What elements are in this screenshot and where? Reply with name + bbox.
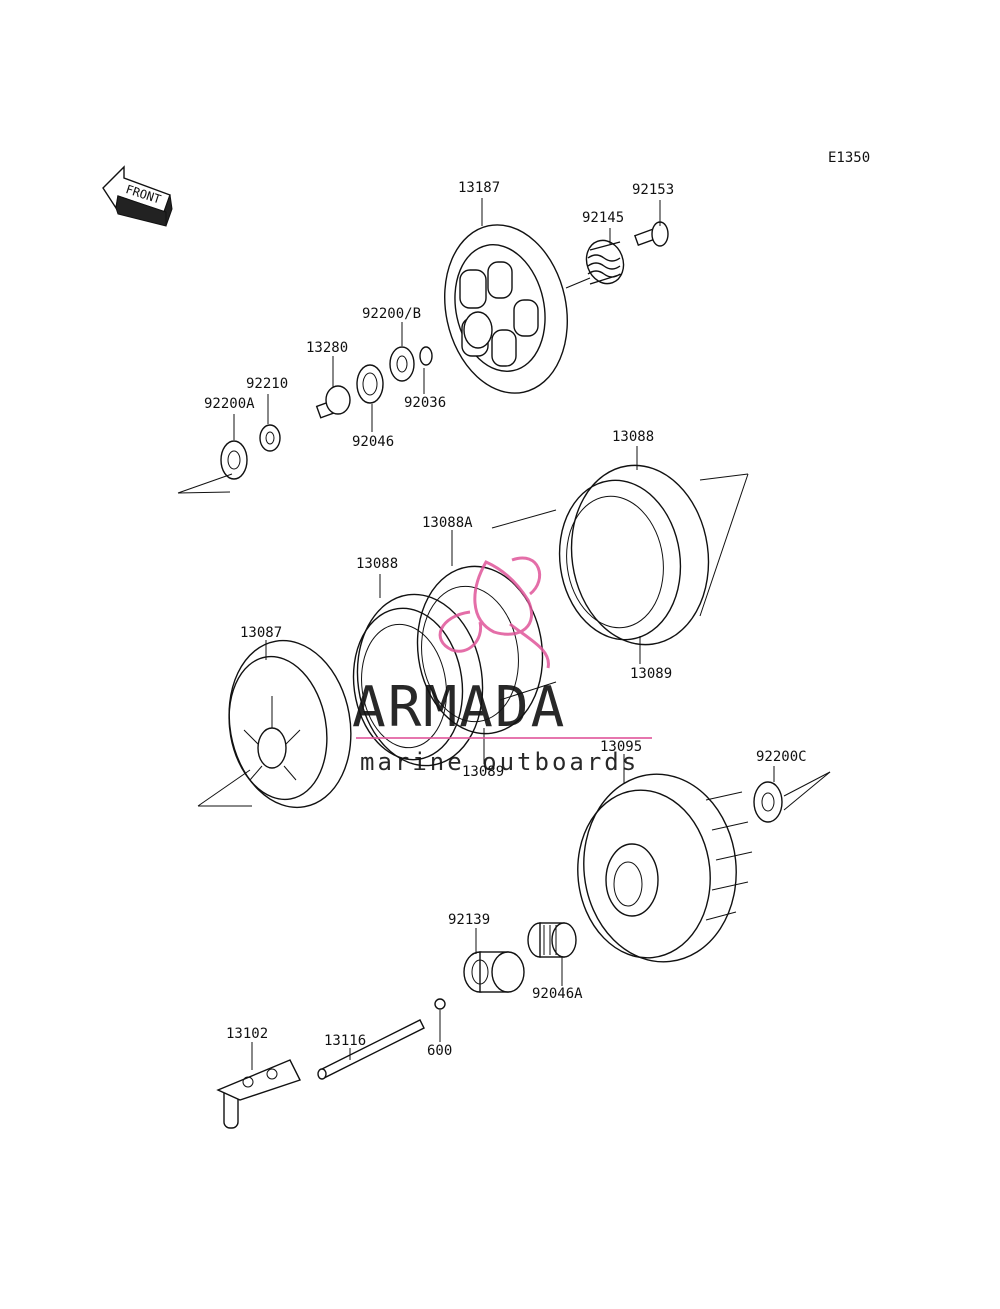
needle-bearing-92046A <box>527 922 577 958</box>
label-92036: 92036 <box>404 395 446 411</box>
collar-92139 <box>463 951 525 993</box>
clutch-housing-13087 <box>228 639 352 809</box>
friction-plate-13088-left <box>352 593 484 767</box>
front-arrow-icon: FRONT <box>102 165 173 227</box>
nut-92210 <box>259 424 281 452</box>
label-92153: 92153 <box>632 182 674 198</box>
pusher-13280 <box>315 385 351 419</box>
label-13089-right: 13089 <box>630 666 672 682</box>
label-13095: 13095 <box>600 739 642 755</box>
label-13187: 13187 <box>458 180 500 196</box>
label-13088-left: 13088 <box>356 556 398 572</box>
label-13088A: 13088A <box>422 515 473 531</box>
watermark-name: ARMADA <box>352 675 566 740</box>
label-600: 600 <box>427 1043 452 1059</box>
label-13280: 13280 <box>306 340 348 356</box>
watermark-tagline: marine outboards <box>360 748 639 776</box>
washer-92200B <box>389 346 415 382</box>
washer-92200A <box>220 440 248 480</box>
label-13116: 13116 <box>324 1033 366 1049</box>
label-92046: 92046 <box>352 434 394 450</box>
push-rod-13116 <box>317 1019 425 1080</box>
armada-watermark-logo <box>438 556 550 669</box>
label-92200A: 92200A <box>204 396 255 412</box>
spring-92145 <box>585 239 625 285</box>
label-13089-left: 13089 <box>462 764 504 780</box>
circlip-92036 <box>419 346 433 366</box>
diagram-code: E1350 <box>828 150 870 166</box>
label-13087: 13087 <box>240 625 282 641</box>
release-lever-13102 <box>216 1059 301 1129</box>
pressure-plate-13187 <box>444 224 568 394</box>
bolt-92153 <box>633 221 669 247</box>
label-92210: 92210 <box>246 376 288 392</box>
label-92200B: 92200/B <box>362 306 421 322</box>
label-92139: 92139 <box>448 912 490 928</box>
label-13102: 13102 <box>226 1026 268 1042</box>
washer-92200C <box>753 781 783 823</box>
friction-plate-13088-right <box>558 464 710 646</box>
label-92046A: 92046A <box>532 986 583 1002</box>
friction-plate-13088A <box>416 565 544 735</box>
clutch-hub-13095 <box>577 773 753 963</box>
label-92145: 92145 <box>582 210 624 226</box>
ball-600 <box>434 998 446 1010</box>
bearing-92046 <box>356 364 384 404</box>
label-13088-top: 13088 <box>612 429 654 445</box>
label-92200C: 92200C <box>756 749 807 765</box>
